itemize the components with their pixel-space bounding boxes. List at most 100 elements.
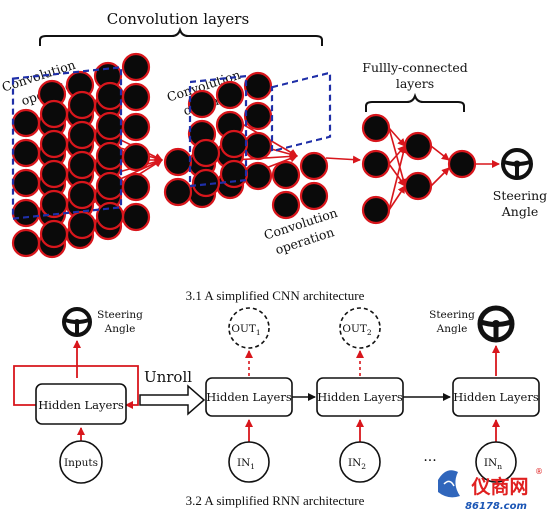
out1-label: OUT1: [231, 323, 260, 337]
watermark-logo: 仪商网 ® 86178.com: [438, 467, 543, 512]
unroll-label: Unroll: [144, 368, 192, 386]
neuron: [215, 80, 245, 110]
neuron: [121, 112, 151, 142]
fc-neuron: [403, 171, 433, 201]
conv-layer-3-grid: [271, 151, 329, 220]
neuron: [299, 181, 329, 211]
rnn-caption: 3.2 A simplified RNN architecture: [186, 493, 365, 508]
neuron: [39, 99, 69, 129]
fc-neuron: [361, 113, 391, 143]
neuron: [121, 142, 151, 172]
neuron: [121, 82, 151, 112]
neuron: [243, 161, 273, 191]
cnn-caption: 3.1 A simplified CNN architecture: [186, 288, 365, 303]
in2-label: IN2: [348, 457, 366, 471]
neuron: [95, 201, 125, 231]
watermark-url: 86178.com: [465, 501, 527, 512]
fully-connected-brace: [365, 92, 465, 112]
connection-arrow: [430, 167, 450, 187]
ellipsis: ...: [423, 449, 436, 465]
neuron: [11, 138, 41, 168]
in2-node: [339, 441, 381, 483]
unroll-arrow-icon: [139, 384, 206, 416]
fully-connected-layer: [361, 113, 477, 225]
hidden-label-2: Hidden Layers: [317, 390, 403, 404]
neuron: [243, 131, 273, 161]
hidden-label-n: Hidden Layers: [453, 390, 539, 404]
neuron: [11, 108, 41, 138]
neuron: [67, 210, 97, 240]
cnn-output-line2: Angle: [501, 204, 538, 219]
connection-arrow: [388, 145, 408, 211]
neuron: [95, 111, 125, 141]
neuron: [163, 147, 193, 177]
steering-wheel-icon: [501, 148, 533, 180]
neuron: [11, 168, 41, 198]
connection-arrow: [233, 152, 298, 161]
hidden-layers-box-n: [452, 377, 540, 417]
folded-hidden-label: Hidden Layers: [38, 398, 124, 412]
connection-arrow: [388, 127, 407, 187]
neuron: [67, 150, 97, 180]
hidden-label-1: Hidden Layers: [206, 390, 292, 404]
neuron: [11, 198, 41, 228]
neuron: [191, 168, 221, 198]
neuron: [39, 129, 69, 159]
neuron: [219, 129, 249, 159]
cnn-output-line1: Steering: [493, 188, 547, 203]
neuron: [95, 81, 125, 111]
steering-wheel-icon: [62, 307, 92, 337]
steering-wheel-icon: [477, 305, 515, 343]
fc-output-neuron: [447, 149, 477, 179]
connection-arrow: [388, 127, 406, 147]
in1-node: [228, 441, 270, 483]
neuron: [67, 120, 97, 150]
neuron: [11, 228, 41, 258]
inn-label: INn: [484, 457, 502, 471]
neuron: [299, 151, 329, 181]
fc-neuron: [361, 149, 391, 179]
inn-node: [475, 441, 517, 483]
neuron: [243, 101, 273, 131]
neuron: [243, 71, 273, 101]
neuron: [187, 89, 217, 119]
neuron: [121, 202, 151, 232]
rnn-final-output-line1: Steering: [429, 309, 475, 321]
fc-neuron: [403, 131, 433, 161]
rnn-folded-output-line2: Angle: [104, 323, 136, 335]
out2-label: OUT2: [342, 323, 371, 337]
conv-window-3: [270, 71, 332, 153]
in1-label: IN1: [237, 457, 255, 471]
folded-hidden-layers-box: [35, 383, 127, 425]
recurrent-loop-arrow: [13, 365, 139, 409]
neuron: [39, 159, 69, 189]
neuron: [271, 190, 301, 220]
conv-layer-2-back-grid: [187, 71, 273, 209]
neuron: [271, 160, 301, 190]
connection-arrow: [430, 145, 450, 161]
out2-node: [339, 307, 381, 349]
neuron: [121, 52, 151, 82]
convolution-layers-title: Convolution layers: [107, 10, 249, 28]
neuron: [95, 141, 125, 171]
fc-neuron: [361, 195, 391, 225]
input-layer-front-grid: [11, 81, 125, 258]
out1-node: [228, 307, 270, 349]
fc-label-line2: layers: [396, 76, 434, 91]
watermark-site: 仪商网: [470, 475, 528, 498]
neuron: [67, 90, 97, 120]
rnn-folded-output-line1: Steering: [97, 309, 143, 321]
neuron: [39, 189, 69, 219]
neuron: [191, 138, 221, 168]
conv-window-1: [11, 66, 123, 220]
connection-arrow: [325, 155, 361, 164]
neuron: [95, 171, 125, 201]
neuron: [39, 219, 69, 249]
neuron: [163, 177, 193, 207]
rnn-final-output-line2: Angle: [436, 323, 468, 335]
neuron: [67, 180, 97, 210]
convolution-layers-brace: [39, 26, 323, 46]
neuron: [121, 172, 151, 202]
